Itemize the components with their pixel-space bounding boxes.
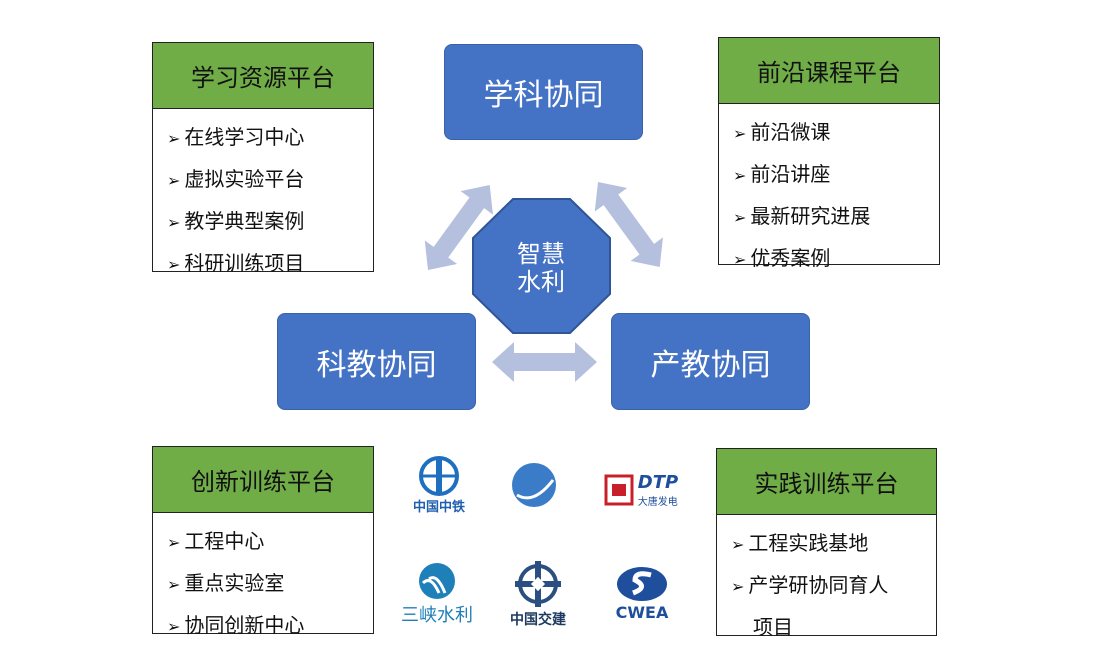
list-item: ➢在线学习中心: [167, 125, 305, 149]
platform-practice: 实践训练平台 ➢工程实践基地 ➢产学研协同育人 项目: [716, 448, 937, 639]
arrow-left-right: [492, 342, 597, 382]
platform-innovation: 创新训练平台 ➢工程中心 ➢重点实验室 ➢协同创新中心: [152, 446, 374, 637]
list-item: 项目: [753, 615, 793, 639]
logo-three-gorges: 三峡水利: [392, 552, 482, 636]
platform-frontier: 前沿课程平台 ➢前沿微课 ➢前沿讲座 ➢最新研究进展 ➢优秀案例: [718, 37, 940, 270]
list-item: ➢工程实践基地: [731, 531, 869, 555]
hub-research-teaching: 科教协同: [277, 313, 476, 410]
list-item: ➢最新研究进展: [733, 204, 871, 228]
list-item: ➢科研训练项目: [167, 251, 305, 275]
platform-title: 创新训练平台: [153, 447, 373, 513]
logo-crec: 中国中铁: [400, 452, 478, 518]
wave-icon: [419, 563, 455, 599]
cross-emblem-icon: [515, 561, 561, 607]
list-item: ➢前沿讲座: [733, 162, 831, 186]
hub-discipline: 学科协同: [444, 44, 643, 140]
globe-icon: [419, 455, 459, 496]
list-item: ➢重点实验室: [167, 571, 285, 595]
platform-title: 学习资源平台: [153, 43, 373, 109]
list-item: ➢教学典型案例: [167, 209, 305, 233]
list-item: ➢产学研协同育人: [731, 573, 889, 597]
list-item: ➢虚拟实验平台: [167, 167, 305, 191]
center-octagon: [472, 198, 611, 334]
list-item: ➢协同创新中心: [167, 613, 305, 637]
emblem-icon: [512, 463, 556, 507]
list-item: ➢工程中心: [167, 529, 265, 553]
platform-title: 前沿课程平台: [719, 38, 939, 104]
dtp-mark-icon: [604, 474, 634, 506]
logo-dtp: DTP 大唐发电: [595, 462, 687, 518]
hub-industry-teaching: 产教协同: [611, 313, 810, 410]
center-line1: 智慧: [517, 240, 565, 268]
s-emblem-icon: [617, 566, 667, 601]
center-line2: 水利: [517, 268, 565, 296]
logo-emblem: [505, 455, 563, 515]
platform-learning: 学习资源平台 ➢在线学习中心 ➢虚拟实验平台 ➢教学典型案例 ➢科研训练项目: [152, 42, 374, 275]
list-item: ➢优秀案例: [733, 246, 831, 270]
list-item: ➢前沿微课: [733, 120, 831, 144]
logo-cccc: 中国交建: [503, 555, 573, 633]
logo-cwea: CWEA: [606, 562, 678, 624]
platform-title: 实践训练平台: [717, 449, 936, 515]
